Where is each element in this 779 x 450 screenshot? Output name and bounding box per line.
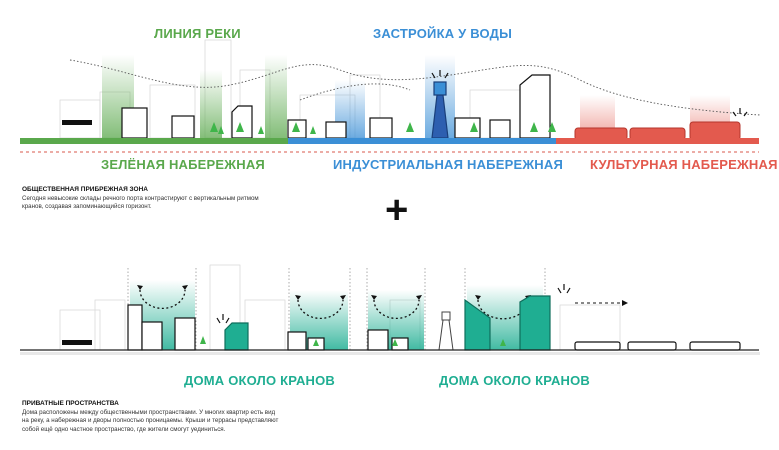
signal-icon <box>431 70 449 79</box>
public-zone-text-line-1: Сегодня невысокие склады речного порта к… <box>22 195 259 202</box>
public-zone-text-line-2: кранов, создавая запоминающийся горизонт… <box>22 203 152 211</box>
public-zone-text: Сегодня невысокие склады речного порта к… <box>22 195 342 212</box>
private-spaces-text-line-3: собой ещё одно частное пространство, где… <box>22 425 226 433</box>
plus-sign: + <box>385 188 409 232</box>
skyline-dotted-line <box>69 59 761 116</box>
trees-top <box>210 122 556 134</box>
teal-buildings <box>224 295 551 351</box>
public-zone-title: ОБЩЕСТВЕННАЯ ПРИБРЕЖНАЯ ЗОНА <box>22 186 148 193</box>
zone-label-green: ЗЕЛЁНАЯ НАБЕРЕЖНАЯ <box>101 157 265 172</box>
green-embankment-strip <box>20 138 288 144</box>
zone-label-cultural: КУЛЬТУРНАЯ НАБЕРЕЖНАЯ <box>590 157 778 172</box>
industrial-embankment-strip <box>288 138 556 144</box>
houses-near-cranes-label-2: ДОМА ОКОЛО КРАНОВ <box>439 373 591 388</box>
header-river-line: ЛИНИЯ РЕКИ <box>154 26 241 41</box>
bottom-buildings <box>127 304 741 351</box>
private-spaces-text: Дома расположены между общественными про… <box>22 409 362 434</box>
cultural-blocks <box>574 121 741 141</box>
view-arcs <box>139 289 529 320</box>
private-spaces-text-line-1: Дома расположены между общественными про… <box>22 409 276 416</box>
private-spaces-text-line-2: на реку, а набережная и дворы полностью … <box>22 417 279 425</box>
crane-bottom <box>438 311 454 351</box>
pier <box>62 120 92 125</box>
cultural-embankment-strip <box>556 138 759 144</box>
houses-near-cranes-label-1: ДОМА ОКОЛО КРАНОВ <box>184 373 336 388</box>
header-waterfront-building: ЗАСТРОЙКА У ВОДЫ <box>373 26 512 41</box>
private-spaces-title: ПРИВАТНЫЕ ПРОСТРАНСТВА <box>22 400 119 407</box>
zone-label-industrial: ИНДУСТРИАЛЬНАЯ НАБЕРЕЖНАЯ <box>333 157 564 172</box>
